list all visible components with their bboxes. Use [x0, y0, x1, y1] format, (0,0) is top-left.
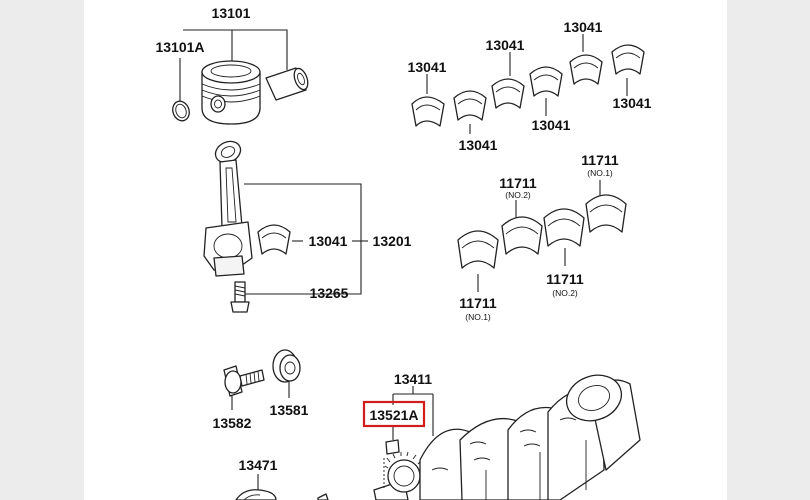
label-piston-ring-set[interactable]: 13101A [155, 39, 204, 55]
pulley-group: 13471 [235, 457, 329, 500]
conn-rod-bearing-group: 13041 13041 13041 13041 13041 13041 [408, 19, 652, 153]
pulley-fragment [317, 493, 329, 500]
label-crank-washer[interactable]: 13581 [270, 402, 309, 418]
crank-key-part [385, 439, 400, 455]
parts-diagram-sheet: 13101 13101A [84, 0, 727, 500]
highlight-box [362, 400, 426, 428]
conn-rod-bracket [244, 183, 362, 295]
label-crank-bolt[interactable]: 13582 [213, 415, 252, 431]
rod-bolt-part [230, 281, 250, 313]
label-conn-rod-bearing[interactable]: 13041 [564, 19, 603, 35]
crank-bolt-group: 13582 13581 [213, 349, 309, 431]
crankshaft-group: 13411 13521A [362, 371, 641, 500]
label-main-bearing[interactable]: 11711 [581, 152, 619, 168]
main-bearing-note: (NO.2) [505, 190, 531, 200]
crankshaft-part [373, 374, 641, 500]
piston-leader [183, 29, 288, 70]
label-crankshaft[interactable]: 13411 [394, 371, 432, 387]
bearing-shell-part [453, 90, 487, 121]
left-margin [0, 0, 84, 500]
bearing-shell-part [257, 224, 291, 255]
main-bearing-shell-part [501, 216, 543, 255]
piston-group: 13101 13101A [155, 5, 309, 125]
bearing-shell-part [569, 54, 603, 85]
label-main-bearing[interactable]: 11711 [546, 271, 584, 287]
connecting-rod-group: 13041 13201 13265 [203, 140, 412, 313]
label-conn-rod-bearing[interactable]: 13041 [459, 137, 498, 153]
label-conn-rod-bearing[interactable]: 13041 [309, 233, 348, 249]
connecting-rod-part [203, 140, 253, 277]
label-piston[interactable]: 13101 [212, 5, 251, 21]
main-bearing-note: (NO.1) [465, 312, 491, 322]
piston-pin-part [265, 67, 309, 101]
bearing-shell-part [529, 66, 563, 97]
bearing-shell-part [411, 96, 445, 127]
label-main-bearing[interactable]: 11711 [459, 295, 497, 311]
label-main-bearing[interactable]: 11711 [499, 175, 537, 191]
label-pulley[interactable]: 13471 [239, 457, 278, 473]
main-bearing-shell-part [457, 230, 499, 269]
crank-bolt-part [223, 365, 265, 397]
label-conn-rod-assy[interactable]: 13201 [373, 233, 412, 249]
right-margin [727, 0, 810, 500]
piston-part [201, 60, 261, 125]
main-bearing-shell-part [585, 194, 627, 233]
crankshaft-leader [392, 386, 434, 436]
main-bearing-shell-part [543, 208, 585, 247]
piston-ring-part [172, 100, 190, 122]
bearing-shell-part [611, 44, 645, 75]
pulley-part [235, 489, 277, 500]
bearing-shell-part [491, 78, 525, 109]
main-bearing-note: (NO.1) [587, 168, 613, 178]
main-bearing-group: 11711 (NO.2) 11711 (NO.1) 11711 (NO.2) 1… [457, 152, 627, 322]
label-crank-key[interactable]: 13521A [369, 407, 418, 423]
main-bearing-note: (NO.2) [552, 288, 578, 298]
label-conn-rod-bolt[interactable]: 13265 [310, 285, 349, 301]
label-conn-rod-bearing[interactable]: 13041 [408, 59, 447, 75]
label-conn-rod-bearing[interactable]: 13041 [532, 117, 571, 133]
label-conn-rod-bearing[interactable]: 13041 [486, 37, 525, 53]
label-conn-rod-bearing[interactable]: 13041 [613, 95, 652, 111]
parts-diagram: 13101 13101A [155, 5, 652, 500]
crank-washer-part [272, 349, 301, 383]
